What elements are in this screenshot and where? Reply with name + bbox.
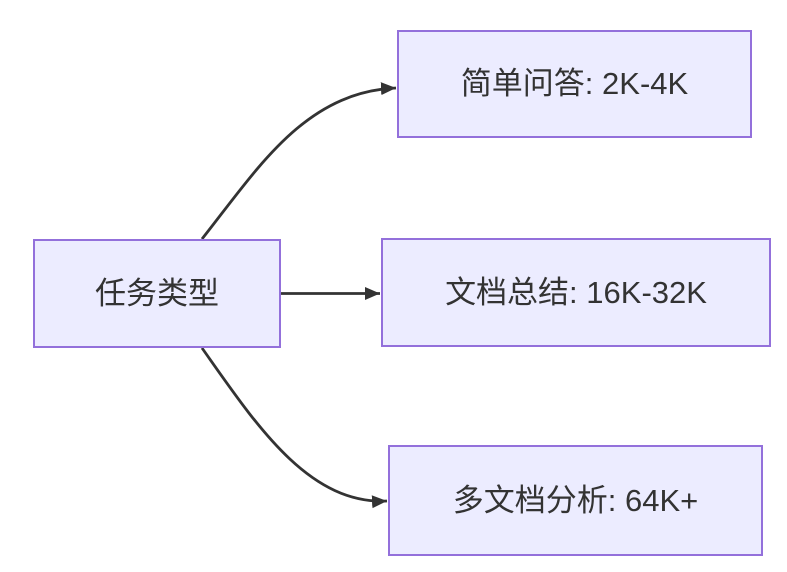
node-multi-doc-analysis: 多文档分析: 64K+ [388,445,763,556]
node-label: 简单问答: 2K-4K [460,66,689,102]
node-task-type: 任务类型 [33,239,281,348]
edge-root-to-simple-qa [200,82,397,240]
node-label: 文档总结: 16K-32K [445,274,707,310]
node-label: 多文档分析: 64K+ [452,482,699,518]
node-simple-qa: 简单问答: 2K-4K [397,30,752,138]
node-doc-summary: 文档总结: 16K-32K [381,238,771,347]
node-label: 任务类型 [95,275,219,311]
edge-root-to-multi-doc [200,347,388,509]
